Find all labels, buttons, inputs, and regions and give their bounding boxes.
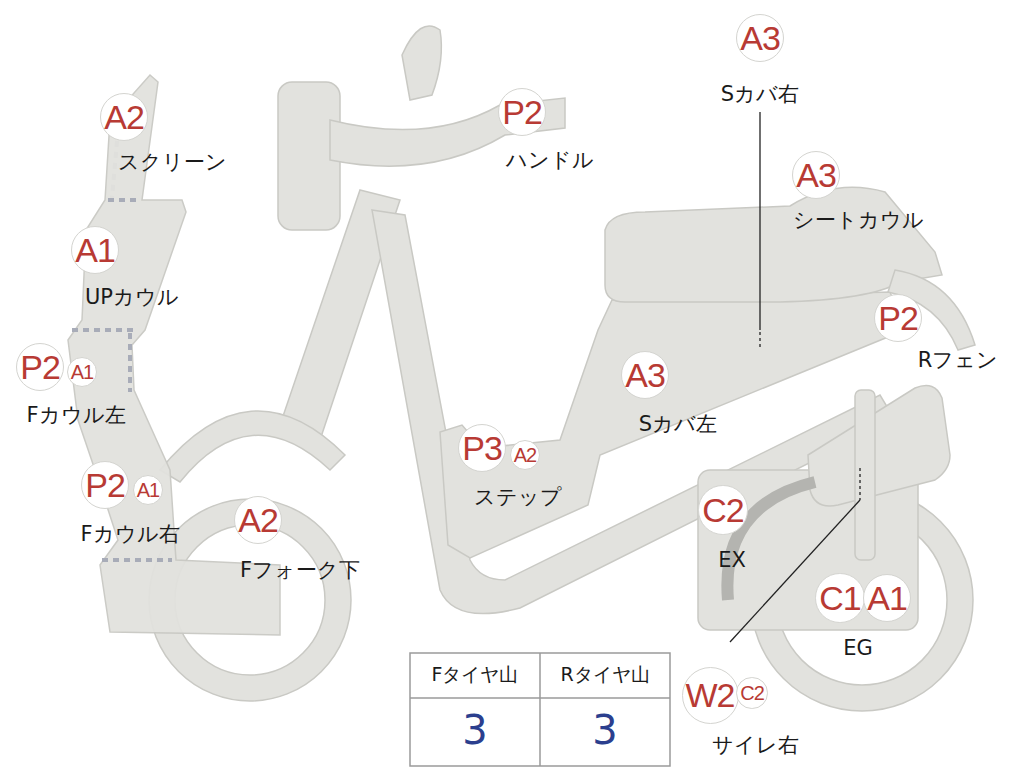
damage-code: A3 [740, 21, 780, 55]
damage-code: A1 [71, 362, 93, 382]
damage-code-circle: A3 [736, 14, 784, 62]
damage-code: A1 [867, 581, 907, 615]
damage-code-circle: P3 [458, 424, 506, 472]
damage-code: P2 [878, 301, 918, 335]
damage-code: A1 [75, 233, 115, 267]
part-name: EG [843, 638, 873, 659]
damage-code-circle: A1 [133, 475, 163, 505]
damage-code-circle: P2 [498, 88, 546, 136]
part-name: Rフェン [918, 350, 999, 371]
table-cell: 3 [462, 710, 487, 750]
damage-code-circle: A3 [621, 351, 669, 399]
damage-code-circle: A2 [100, 93, 148, 141]
damage-code-circle: A2 [234, 496, 282, 544]
damage-code: C2 [702, 493, 743, 527]
damage-code: P3 [462, 431, 502, 465]
damage-code: A3 [625, 358, 665, 392]
damage-code: A2 [514, 445, 536, 465]
part-name: Sカバ右 [721, 84, 799, 105]
damage-code: A2 [238, 503, 278, 537]
damage-code-circle: P2 [16, 343, 64, 391]
table-cell: 3 [592, 710, 617, 750]
part-name: UPカウル [85, 287, 179, 308]
table-cell: Fタイヤ山 [432, 665, 519, 684]
part-name: Fフォーク下 [240, 560, 360, 581]
damage-code: C1 [819, 581, 860, 615]
damage-code: P2 [85, 468, 125, 502]
damage-code: P2 [20, 350, 60, 384]
part-name: Fカウル右 [80, 524, 179, 545]
part-name: シートカウル [793, 210, 924, 231]
part-name: Fカウル左 [26, 405, 125, 426]
part-name: ステップ [474, 487, 562, 508]
damage-code: A3 [796, 158, 836, 192]
damage-code: A1 [137, 480, 159, 500]
damage-code-circle: C2 [698, 485, 747, 534]
damage-code: P2 [502, 95, 542, 129]
damage-code-circle: A1 [67, 357, 97, 387]
tyre-table [410, 653, 670, 766]
damage-code-circle: P2 [81, 461, 129, 509]
damage-code-circle: C1 [815, 573, 864, 622]
damage-code-circle: A1 [71, 226, 119, 274]
part-name: Sカバ左 [639, 414, 717, 435]
part-name: サイレ右 [712, 735, 799, 756]
damage-code-circle: P2 [874, 294, 922, 342]
damage-code: A2 [104, 100, 144, 134]
damage-code-circle: A1 [863, 574, 911, 622]
part-name: ハンドル [506, 150, 594, 171]
damage-code-circle: C2 [736, 677, 768, 709]
part-name: スクリーン [118, 152, 227, 173]
damage-code-circle: W2 [682, 667, 739, 724]
part-name: EX [718, 550, 746, 571]
damage-code: W2 [686, 678, 735, 712]
damage-code: C2 [740, 683, 764, 703]
table-cell: Rタイヤ山 [560, 665, 649, 684]
damage-code-circle: A3 [792, 151, 840, 199]
damage-code-circle: A2 [510, 440, 540, 470]
